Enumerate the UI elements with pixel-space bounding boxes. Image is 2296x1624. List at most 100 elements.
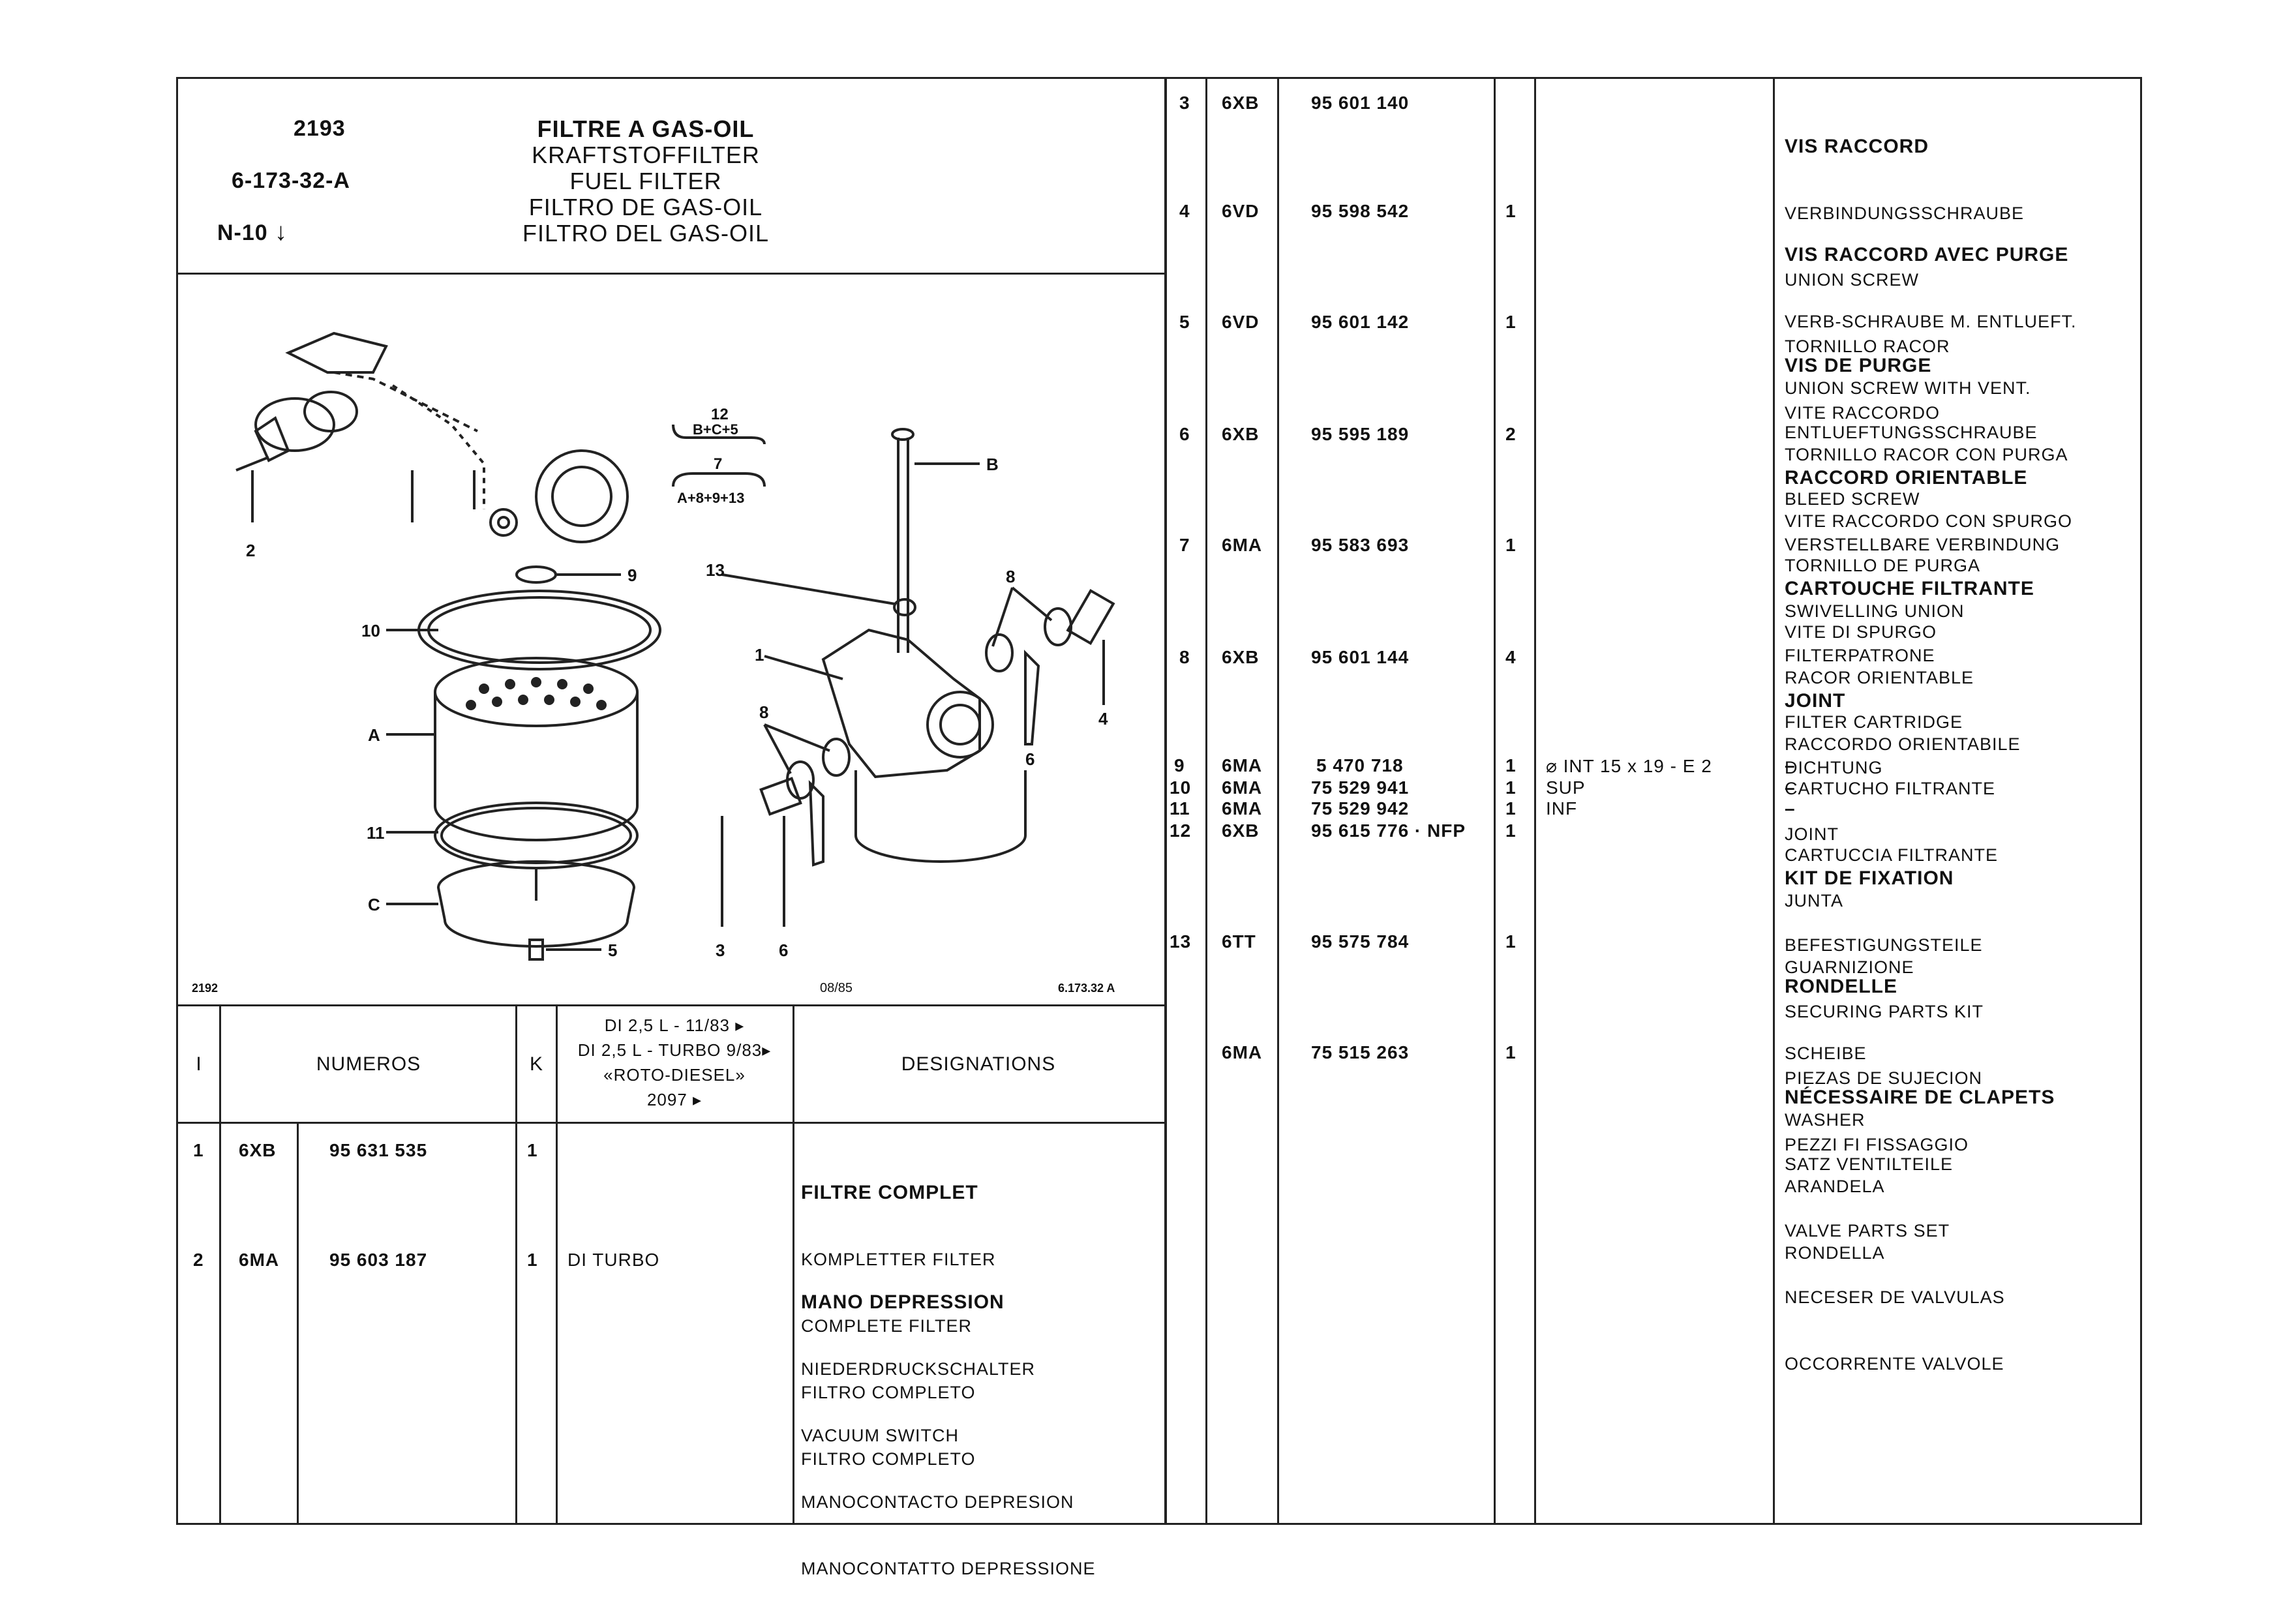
- row-designation: VIS RACCORD VERBINDUNGSSCHRAUBE UNION SC…: [1785, 136, 2025, 423]
- group-12: 12: [711, 406, 729, 423]
- row-code: 6XB: [1222, 647, 1260, 667]
- diagram-page-code: 2192: [192, 982, 218, 995]
- part-group-ref: 6-173-32-A: [232, 168, 350, 193]
- row-k: 1: [527, 1250, 538, 1270]
- filter-head-1: [821, 628, 981, 779]
- union-6-left: [808, 779, 824, 867]
- row-k: 1: [527, 1140, 538, 1160]
- th-numeros: NUMEROS: [316, 1053, 421, 1075]
- callout-9: 9: [627, 565, 637, 585]
- table-header-line: [176, 1122, 1166, 1124]
- row-number: 5 470 718: [1316, 755, 1404, 775]
- row-designation: FILTRE COMPLET KOMPLETTER FILTER COMPLET…: [801, 1182, 996, 1469]
- vacuum-switch-body: [254, 397, 335, 452]
- row-application: ⌀ INT 15 x 19 - E 2: [1546, 756, 1712, 776]
- col-line-4: [556, 1004, 558, 1525]
- diagram-date-code: 08/85: [820, 981, 853, 995]
- col-line-2: [297, 1122, 299, 1525]
- row-code: 6MA: [1222, 1042, 1263, 1062]
- header-divider: [176, 273, 1166, 275]
- th-index: I: [196, 1053, 202, 1075]
- bowl-c: [436, 860, 636, 948]
- callout-a: A: [368, 725, 380, 745]
- row-index: 2: [193, 1250, 204, 1270]
- row-k: 1: [1505, 820, 1517, 841]
- callout-8-right: 8: [1006, 567, 1015, 586]
- row-designation: NÉCESSAIRE DE CLAPETS SATZ VENTILTEILE V…: [1785, 1087, 2055, 1374]
- seal-9: [515, 565, 557, 584]
- row-index: 8: [1179, 647, 1190, 667]
- header-titles: FILTRE A GAS-OIL KRAFTSTOFFILTER FUEL FI…: [483, 116, 809, 247]
- row-code: 6MA: [1222, 777, 1263, 798]
- callout-2: 2: [246, 541, 255, 560]
- row-k: 1: [1505, 755, 1517, 775]
- callout-13: 13: [706, 560, 725, 580]
- row-code: 6TT: [1222, 931, 1256, 952]
- row-designation: RACCORD ORIENTABLE VERSTELLBARE VERBINDU…: [1785, 467, 2061, 754]
- row-code: 6VD: [1222, 201, 1260, 221]
- row-index: 9: [1174, 755, 1185, 775]
- row-number: 95 575 784: [1311, 931, 1410, 952]
- kit-designation: KIT DE FIXATION BEFESTIGUNGSTEILE SECURI…: [1785, 867, 1984, 1154]
- cartridge-dots: [466, 677, 607, 710]
- rcol-line-4: [1534, 77, 1536, 1525]
- washer-13: [893, 598, 916, 616]
- row-code: 6XB: [1222, 424, 1260, 444]
- table-top-line: [176, 1004, 1166, 1006]
- row-index: 11: [1170, 798, 1190, 819]
- seal-11: [434, 802, 639, 869]
- row-application: INF: [1546, 798, 1578, 819]
- rcol-line-3: [1494, 77, 1496, 1525]
- row-number: 95 601 144: [1311, 647, 1410, 667]
- row-designation: MANO DEPRESSION NIEDERDRUCKSCHALTER VACU…: [801, 1291, 1096, 1578]
- row-code: 6MA: [239, 1250, 280, 1270]
- part-group-code: 2193: [294, 116, 346, 141]
- union-6-right: [1024, 650, 1040, 745]
- row-number: 95 631 535: [329, 1140, 428, 1160]
- row-number: 75 515 263: [1311, 1042, 1410, 1062]
- row-designation: –: [1785, 798, 1796, 819]
- row-code: 6XB: [1222, 93, 1260, 113]
- callout-3: 3: [716, 940, 725, 960]
- row-designation: RONDELLE SCHEIBE WASHER ARANDELA RONDELL…: [1785, 976, 1897, 1263]
- n-label: N-10 ↓: [217, 218, 288, 246]
- row-k: 4: [1505, 647, 1517, 667]
- filter-body: [854, 770, 1027, 863]
- row-application: DI TURBO: [567, 1250, 660, 1270]
- col-line-5: [793, 1004, 794, 1525]
- row-index: 4: [1179, 201, 1190, 221]
- title-en: FUEL FILTER: [569, 168, 722, 194]
- row-code: 6XB: [239, 1140, 277, 1160]
- callout-b: B: [986, 455, 999, 474]
- row-designation: –: [1785, 777, 1796, 798]
- row-index: 6: [1179, 424, 1190, 444]
- rcol-line-5: [1773, 77, 1775, 1525]
- col-line-3: [515, 1004, 517, 1525]
- bleed-screw-5: [528, 939, 544, 961]
- row-k: 2: [1505, 424, 1517, 444]
- callout-6-right: 6: [1025, 749, 1035, 769]
- right-panel-frame: [1165, 77, 2142, 1525]
- callout-c: C: [368, 895, 380, 914]
- th-k: K: [529, 1053, 543, 1075]
- row-code: 6MA: [1222, 798, 1263, 819]
- row-designation: JOINT DICHTUNG JOINT JUNTA GUARNIZIONE: [1785, 690, 1914, 977]
- callout-8-left: 8: [759, 702, 768, 722]
- row-application: SUP: [1546, 777, 1586, 798]
- filter-head-ghost: [535, 449, 629, 543]
- title-de: KRAFTSTOFFILTER: [532, 142, 760, 168]
- callout-4: 4: [1098, 709, 1108, 729]
- row-k: 1: [1505, 312, 1517, 332]
- th-designations: DESIGNATIONS: [901, 1053, 1056, 1075]
- callout-11: 11: [367, 823, 385, 843]
- row-index: 12: [1170, 820, 1192, 841]
- callout-6-bottom: 6: [779, 940, 788, 960]
- row-code: 6MA: [1222, 755, 1263, 775]
- row-designation: VIS DE PURGE ENTLUEFTUNGSSCHRAUBE BLEED …: [1785, 355, 2038, 642]
- callout-10: 10: [361, 621, 380, 640]
- arrow-down-icon: ↓: [275, 218, 288, 246]
- row-k: 1: [1505, 777, 1517, 798]
- row-code: 6XB: [1222, 820, 1260, 841]
- row-number: 95 615 776 · NFP: [1311, 820, 1466, 841]
- row-index: 1: [193, 1140, 204, 1160]
